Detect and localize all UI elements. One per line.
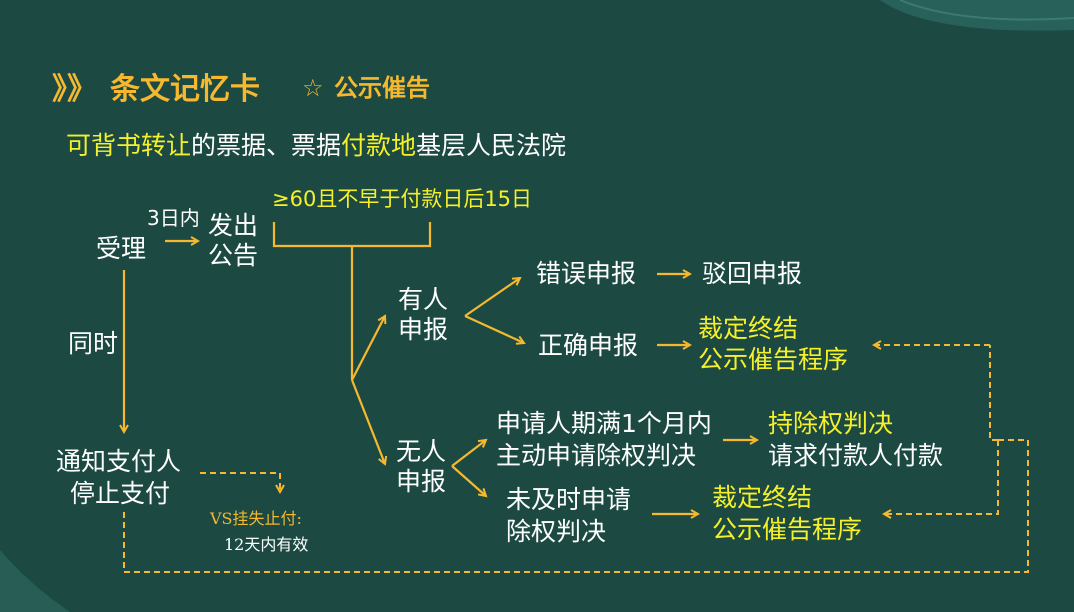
node-noone-line2: 申报 bbox=[396, 467, 447, 496]
arrow-to-late bbox=[451, 465, 486, 496]
label-within-3-days: 3日内 bbox=[147, 206, 200, 230]
intro-highlight-endorsable: 可背书转让 bbox=[66, 131, 192, 160]
dashed-loop-bottom bbox=[123, 439, 1029, 573]
page-title: 条文记忆卡 bbox=[110, 72, 260, 107]
node-terminate2-line1: 裁定终结 bbox=[712, 483, 813, 512]
node-late-line2: 除权判决 bbox=[506, 517, 607, 546]
arrow-to-noone bbox=[350, 379, 385, 464]
node-reject-report: 驳回申报 bbox=[702, 259, 803, 288]
node-terminate1-line1: 裁定终结 bbox=[698, 314, 799, 343]
intro-text: 的票据、票据 bbox=[191, 131, 342, 160]
vs-note-line2: 12天内有效 bbox=[224, 535, 309, 554]
node-noone-line1: 无人 bbox=[396, 437, 447, 466]
node-hold-line2: 请求付款人付款 bbox=[768, 441, 944, 470]
arrow-to-correct bbox=[464, 314, 524, 343]
vs-note-line1: VS挂失止付: bbox=[210, 509, 302, 528]
node-correct-report: 正确申报 bbox=[538, 331, 639, 360]
arrow-to-wrong bbox=[464, 278, 520, 317]
intro-court: 基层人民法院 bbox=[416, 131, 567, 160]
label-period: ≥60且不早于付款日后15日 bbox=[272, 187, 533, 211]
node-notify-line1: 通知支付人 bbox=[56, 447, 182, 476]
arrow-to-applicant bbox=[451, 440, 486, 467]
node-hold-line1: 持除权判决 bbox=[768, 409, 894, 438]
intro-line: 可背书转让的票据、票据付款地基层人民法院 bbox=[66, 130, 566, 162]
label-simultaneous: 同时 bbox=[68, 329, 119, 358]
page-subtitle: 公示催告 bbox=[334, 74, 430, 102]
node-someone-line1: 有人 bbox=[398, 285, 449, 314]
node-terminate1-line2: 公示催告程序 bbox=[698, 345, 849, 374]
node-applicant-line1: 申请人期满1个月内 bbox=[496, 409, 712, 438]
dashed-link-up bbox=[989, 345, 998, 441]
star-icon: ☆ bbox=[302, 74, 324, 102]
node-applicant-line2: 主动申请除权判决 bbox=[496, 441, 697, 470]
node-issue-line1: 发出 bbox=[208, 211, 259, 240]
dashed-arrow-to-terminate2 bbox=[884, 440, 999, 514]
node-issue-line2: 公告 bbox=[208, 241, 259, 270]
node-wrong-report: 错误申报 bbox=[536, 259, 637, 288]
node-terminate2-line2: 公示催告程序 bbox=[712, 515, 863, 544]
node-late-line1: 未及时申请 bbox=[506, 485, 632, 514]
dashed-arrow-to-vs bbox=[200, 472, 280, 492]
node-someone-line2: 申报 bbox=[398, 315, 449, 344]
node-accept: 受理 bbox=[96, 234, 147, 263]
period-bracket bbox=[272, 222, 432, 248]
node-notify-line2: 停止支付 bbox=[70, 479, 171, 508]
chevrons-icon: 》》 bbox=[52, 72, 97, 107]
intro-highlight-payment-place: 付款地 bbox=[341, 131, 417, 160]
arrow-to-someone bbox=[351, 316, 385, 381]
